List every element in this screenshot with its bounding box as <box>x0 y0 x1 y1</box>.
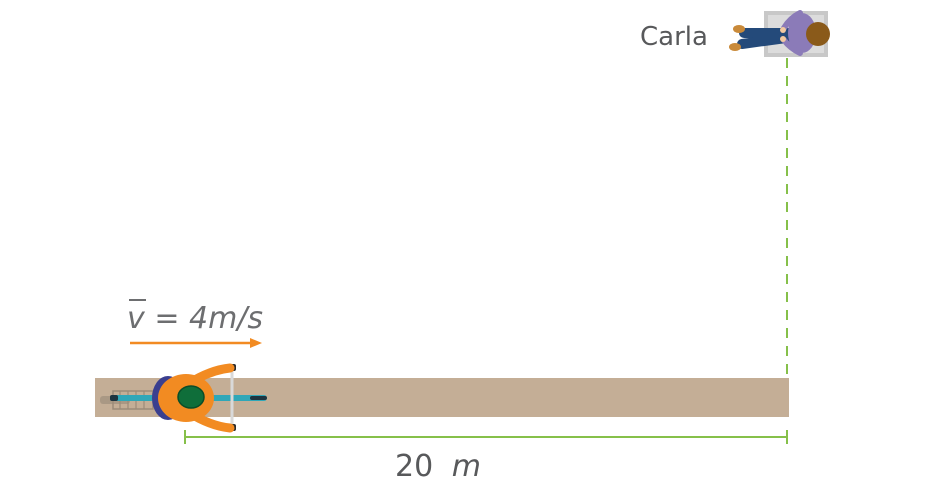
svg-text:v = 4m/s: v = 4m/s <box>127 301 263 336</box>
distance-value: 20 <box>395 449 433 484</box>
cyclist-icon <box>100 363 267 433</box>
person-seated-icon <box>729 10 830 57</box>
velocity-value: = 4m/s <box>154 301 263 336</box>
distance-measure <box>184 430 788 444</box>
velocity-arrow-icon <box>130 338 262 348</box>
person-name-label: Carla <box>640 22 708 52</box>
velocity-label: v = 4m/s <box>127 299 263 336</box>
velocity-symbol: v <box>127 301 146 336</box>
distance-label: 20 m <box>395 449 481 484</box>
distance-unit: m <box>452 449 481 484</box>
